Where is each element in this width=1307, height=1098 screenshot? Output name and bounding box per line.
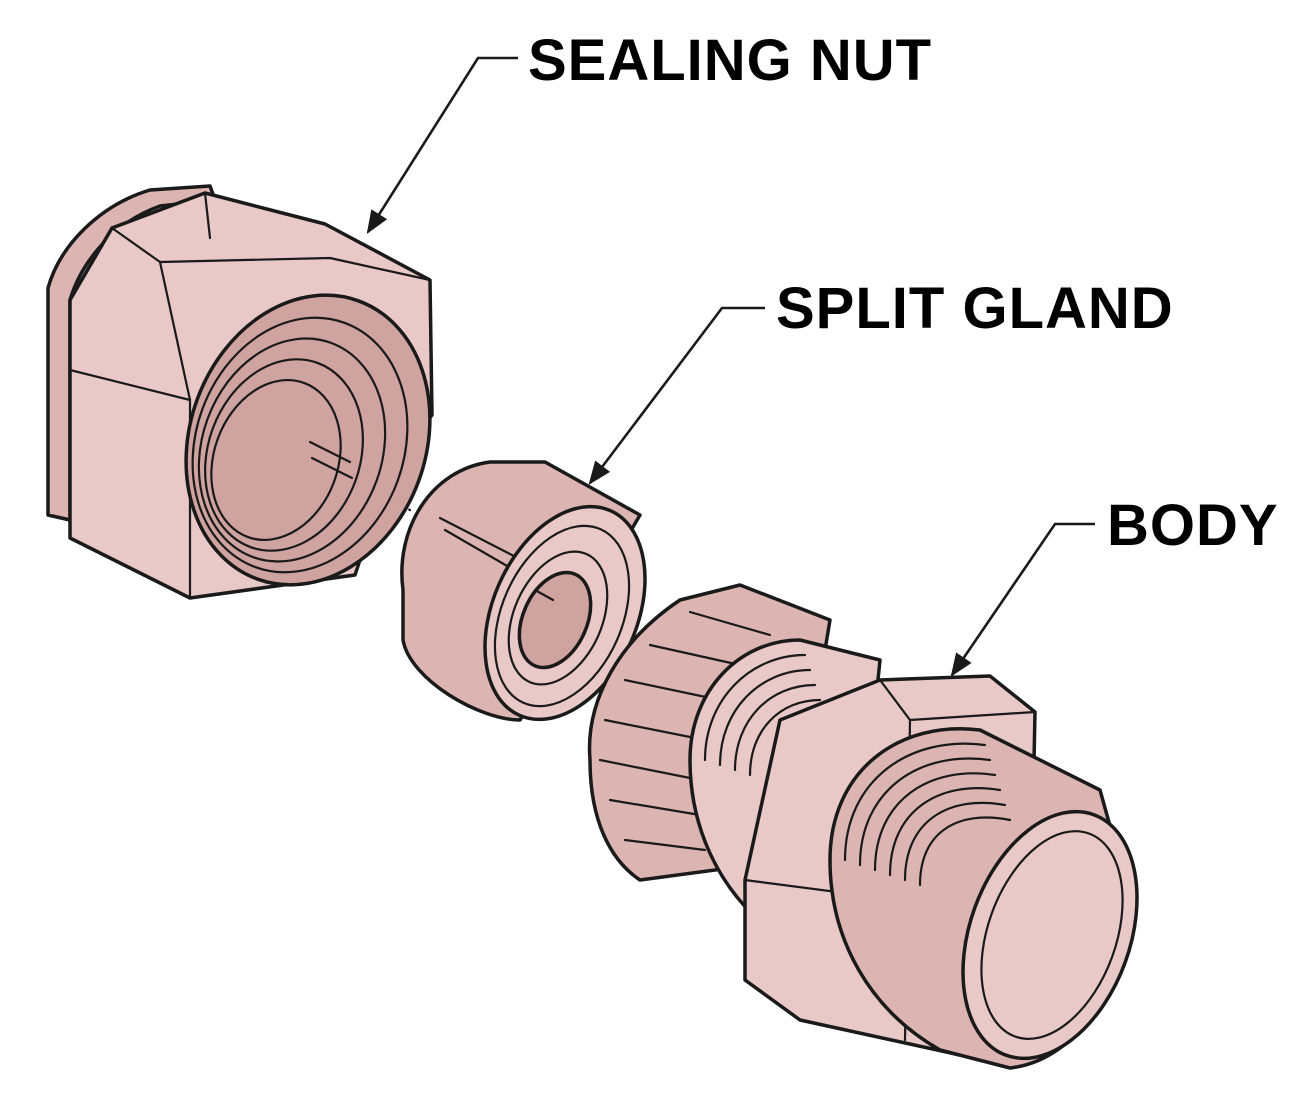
- split-gland-bore: [517, 570, 593, 670]
- body-leader: [950, 522, 1095, 677]
- sealing-nut: [46, 184, 434, 600]
- body-threads: [843, 742, 1012, 887]
- sealing-nut-label: SEALING NUT: [528, 28, 932, 93]
- sealing-nut-leader: [366, 56, 518, 234]
- sealing-nut-bore: [184, 293, 432, 587]
- body: [587, 583, 1139, 1070]
- body-label: BODY: [1107, 493, 1279, 558]
- leaders: [366, 56, 1095, 677]
- split-gland: [400, 460, 647, 722]
- split-gland-leader: [588, 306, 765, 485]
- split-gland-label: SPLIT GLAND: [776, 276, 1174, 341]
- body-end-face: [961, 809, 1139, 1061]
